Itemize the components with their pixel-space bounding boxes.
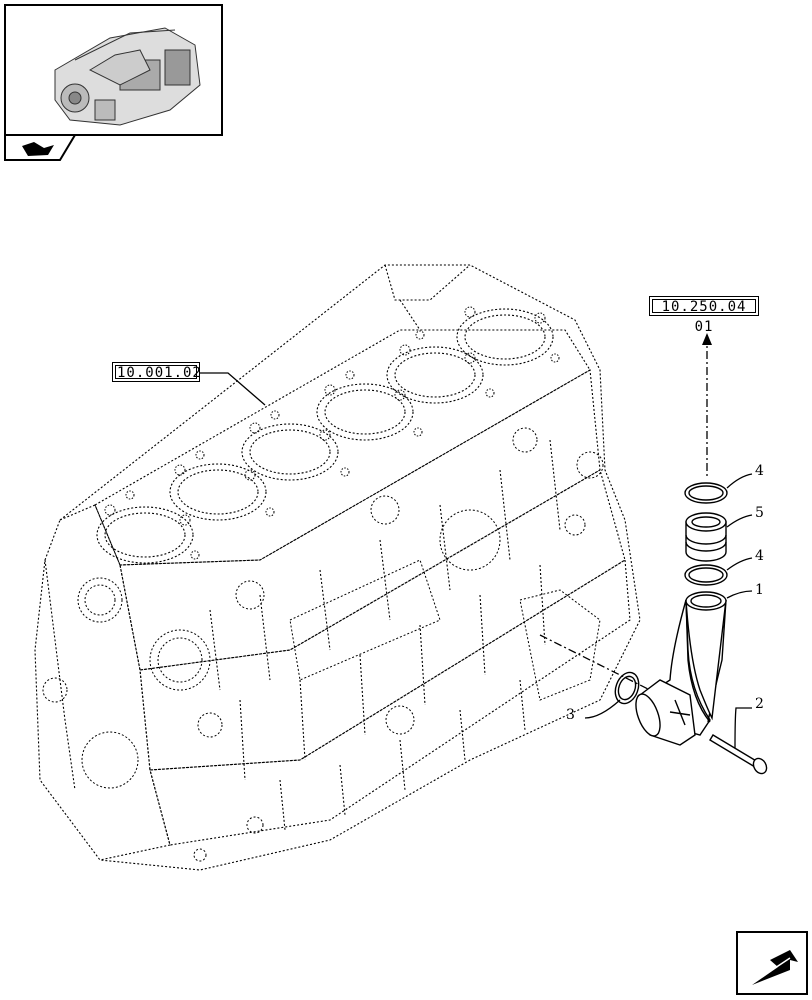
callout-1: 1: [755, 582, 764, 598]
bolt-part: [709, 734, 768, 775]
elbow-pipe: [635, 591, 727, 746]
callout-leaders: [584, 473, 753, 749]
block-ref-leader: [200, 372, 266, 406]
engine-block-outline: [34, 264, 641, 871]
next-page-arrow-icon[interactable]: [736, 931, 808, 995]
o-ring-inlet: [614, 671, 640, 705]
callout-3: 3: [566, 707, 575, 723]
callout-2: 2: [755, 696, 764, 712]
o-ring-lower: [684, 564, 728, 586]
callout-4-lower: 4: [755, 548, 764, 564]
deck-bolt-holes: [104, 306, 560, 560]
block-side-features: [42, 427, 604, 862]
engine-thumbnail-icon: [4, 4, 223, 136]
leader-lines: [200, 335, 708, 706]
callout-4-upper: 4: [755, 463, 764, 479]
cylinder-bores: [96, 308, 554, 564]
o-ring-upper: [684, 482, 728, 504]
sleeve-part: [685, 512, 727, 562]
book-arrow-icon[interactable]: [4, 134, 77, 161]
pipe-reference-label[interactable]: 10.250.04 01: [649, 296, 759, 335]
block-reference-label[interactable]: 10.001.02: [112, 362, 201, 382]
axis-arrowhead: [702, 333, 712, 345]
callout-5: 5: [755, 505, 764, 521]
